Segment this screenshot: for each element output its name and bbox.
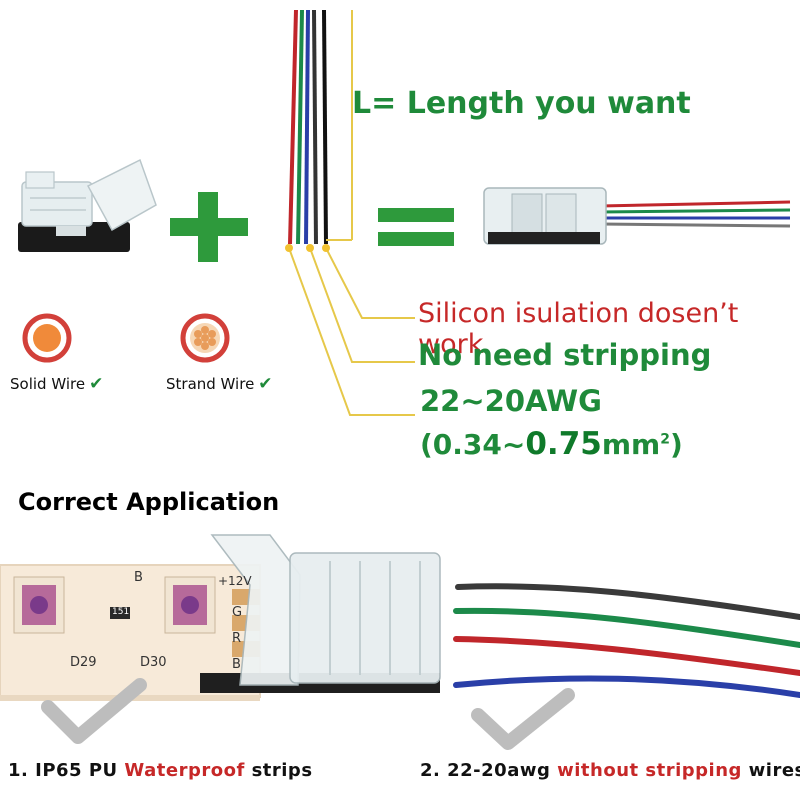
check-icon: ✔ (89, 374, 104, 394)
section-title: Correct Application (18, 488, 280, 516)
plus-icon (170, 192, 248, 262)
caption-2-highlight: without stripping (557, 760, 742, 781)
mm-sup: 2 (660, 431, 670, 448)
strand-wire-text: Strand Wire (166, 375, 255, 393)
mm-value: 0.75 (525, 426, 602, 462)
caption-1-suffix: strips (244, 760, 313, 781)
solid-wire-text: Solid Wire (10, 375, 86, 393)
wire-bundle (288, 9, 328, 245)
caption-no-stripping-wires: 2. 22-20awg without stripping wires (420, 760, 800, 781)
caption-1-highlight: Waterproof (124, 760, 245, 781)
rgb-wires (453, 583, 800, 698)
strip-connector (200, 534, 441, 693)
no-stripping-label: No need stripping (418, 338, 712, 372)
equals-icon (378, 208, 454, 246)
awg-label: 22~20AWG (420, 384, 602, 418)
length-bracket (326, 10, 353, 241)
silicon-warning-label: Silicon isulation dosen’t work (418, 298, 739, 360)
strip-mark-d29: D29 (70, 655, 97, 670)
strand-wire-label: Strand Wire✔ (166, 374, 273, 394)
solid-wire-icon (22, 313, 72, 363)
check-icon (41, 678, 147, 744)
strip-mark-g: G (232, 605, 243, 620)
led-strip (0, 564, 261, 701)
caption-waterproof-strips: 1. IP65 PU Waterproof strips (8, 760, 313, 781)
strip-mark-12v: +12V (218, 574, 252, 588)
application-illustration (0, 534, 800, 750)
caption-1-prefix: 1. IP65 PU (8, 760, 125, 781)
strand-wire-icon (180, 313, 230, 363)
strip-mark-r: R (232, 631, 242, 646)
solid-wire-label: Solid Wire✔ (10, 374, 103, 394)
mm-suffix: ) (669, 428, 683, 461)
mm-label: (0.34~0.75mm2) (420, 426, 683, 462)
open-connector-image (18, 158, 157, 252)
mm-prefix: (0.34~ (420, 428, 526, 461)
caption-2-prefix: 2. 22-20awg (420, 760, 558, 781)
strip-mark-b: B (134, 570, 143, 585)
check-icon: ✔ (258, 374, 273, 394)
length-label: L= Length you want (352, 86, 691, 121)
caption-2-suffix: wires (741, 760, 800, 781)
top-illustration (18, 9, 791, 416)
strip-mark-d30: D30 (140, 655, 167, 670)
closed-connector-image (483, 187, 791, 245)
check-icon (471, 688, 575, 750)
leader-lines (288, 247, 415, 416)
strip-mark-resistor: 151 (112, 607, 130, 617)
mm-unit: mm (601, 428, 661, 461)
strip-mark-b2: B (232, 657, 241, 672)
